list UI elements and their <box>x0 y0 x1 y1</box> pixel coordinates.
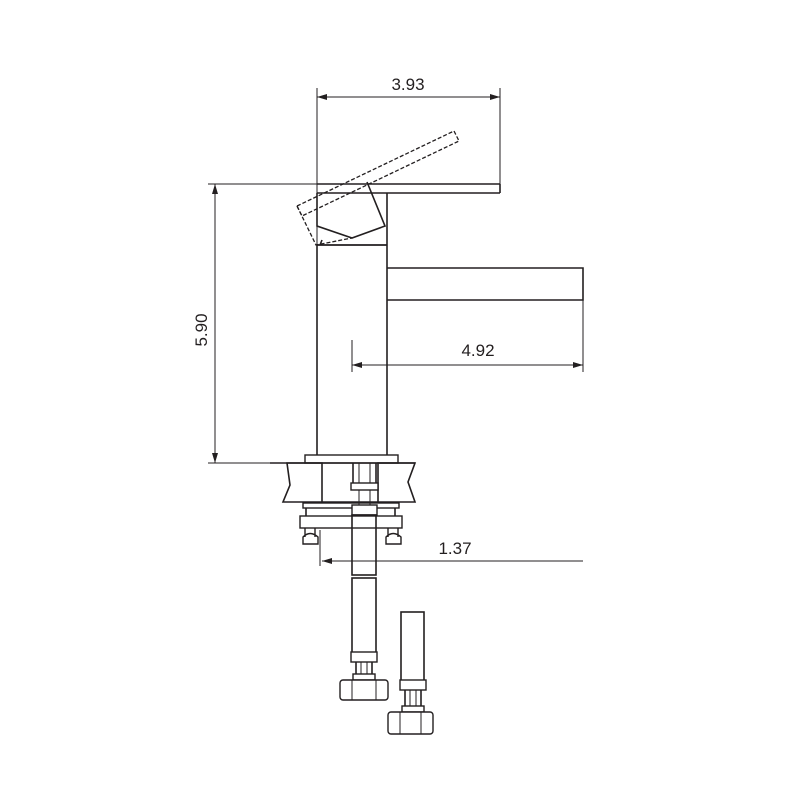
dimension-spout-width: 3.93 <box>316 75 501 245</box>
supply-hose-right <box>387 611 434 735</box>
dimension-spout-reach: 4.92 <box>351 300 584 372</box>
spout <box>387 267 584 301</box>
dimension-mount-offset: 1.37 <box>319 530 583 566</box>
supply-hose-left <box>339 463 389 701</box>
dimension-label-1-37: 1.37 <box>438 539 471 558</box>
dimension-overall-height: 5.90 <box>192 183 317 464</box>
dimension-label-3-93: 3.93 <box>391 75 424 94</box>
dimension-label-4-92: 4.92 <box>461 341 494 360</box>
dimension-label-5-90: 5.90 <box>192 313 211 346</box>
faucet-body <box>316 244 388 455</box>
spout-top <box>317 183 501 245</box>
handle <box>296 130 460 246</box>
countertop <box>270 454 417 503</box>
mounting-hardware <box>299 502 403 545</box>
